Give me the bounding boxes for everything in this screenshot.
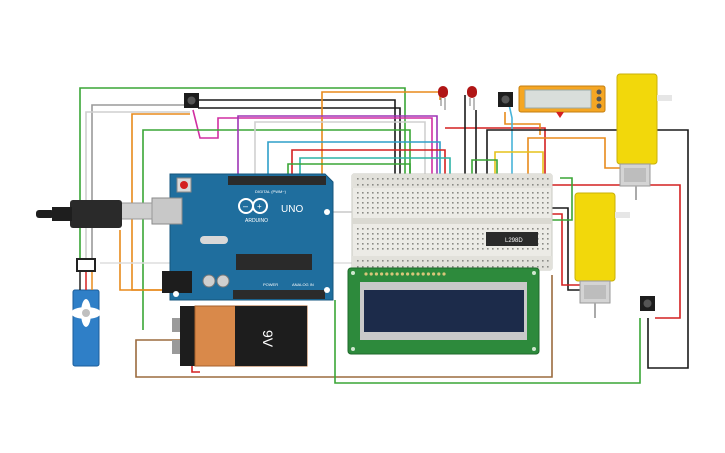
ultrasonic-sensor-icon[interactable] (518, 85, 606, 118)
breadboard[interactable] (351, 173, 553, 271)
arduino-uno[interactable]: – + ARDUINO UNO DIGITAL (PWM~) POWER ANA… (151, 173, 334, 301)
usb-cable-icon[interactable] (36, 200, 153, 228)
arduino-power-label: POWER (263, 282, 278, 287)
lcd-pins (364, 272, 446, 276)
arduino-logo: – + (238, 198, 268, 214)
wire-purple-1[interactable] (237, 115, 438, 180)
wire-red-top[interactable] (445, 127, 546, 180)
driver-chip-label: L298D (505, 238, 523, 244)
wire-black-mid[interactable] (551, 207, 580, 291)
power-jack (162, 271, 192, 293)
wire-black-right[interactable] (486, 129, 689, 369)
gear-motor-2[interactable] (574, 192, 630, 318)
wire-white-2[interactable] (254, 121, 426, 180)
push-button-icon[interactable] (184, 93, 199, 108)
arduino-model: UNO (281, 204, 303, 215)
push-button-3[interactable] (640, 296, 655, 311)
battery-label: 9V (260, 330, 276, 348)
wire-blue-sensor[interactable] (507, 99, 513, 180)
arduino-brand: ARDUINO (245, 218, 268, 224)
wire-orange-sensor[interactable] (504, 112, 541, 135)
wire-brown-battery[interactable] (135, 275, 553, 378)
led-icon[interactable] (438, 86, 448, 110)
arduino-analog-label: ANALOG IN (292, 282, 314, 287)
wire-orange-bottom[interactable] (119, 230, 176, 291)
wire-magenta-1[interactable] (192, 109, 433, 180)
wire-green-2[interactable] (287, 163, 411, 178)
wire-green-3[interactable] (471, 159, 498, 180)
atmega-chip (236, 254, 312, 270)
wire-red-mid[interactable] (551, 213, 580, 286)
wire-green-arduino[interactable] (142, 129, 411, 330)
wire-green-bottom[interactable] (334, 300, 641, 384)
battery-icon[interactable]: 9V (172, 305, 308, 367)
lcd-icon[interactable] (347, 267, 540, 355)
breadboard-holes (357, 178, 549, 268)
push-button-2[interactable] (498, 92, 513, 107)
wire-blue-1[interactable] (267, 141, 441, 180)
svg-text:–: – (243, 201, 248, 211)
wire-green-mid[interactable] (551, 177, 573, 221)
gear-motor-icon[interactable] (616, 73, 672, 200)
servo-icon[interactable] (71, 258, 101, 367)
led-2[interactable] (467, 86, 477, 110)
usb-port (151, 197, 183, 225)
wire-green-top[interactable] (79, 87, 406, 268)
arduino-digital-label: DIGITAL (PWM~) (255, 189, 287, 194)
wire-black-top2[interactable] (198, 107, 401, 180)
wire-teal-1[interactable] (299, 157, 451, 180)
wire-yellow-1[interactable] (494, 151, 544, 180)
svg-text:+: + (257, 202, 262, 211)
motor-driver-chip[interactable]: L298D (486, 232, 538, 246)
wire-red-motor1[interactable] (551, 184, 681, 319)
wire-black-top1[interactable] (198, 99, 396, 180)
wire-orange-led[interactable] (321, 91, 441, 178)
